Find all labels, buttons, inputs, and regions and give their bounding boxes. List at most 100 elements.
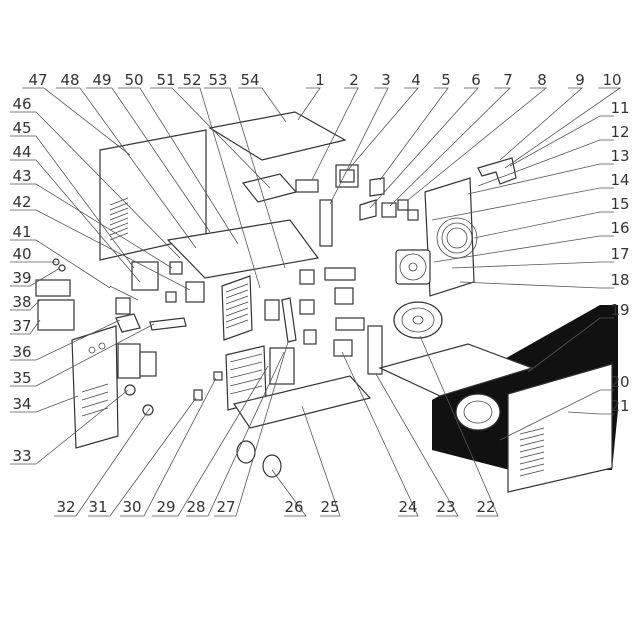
- callout-39: 39: [12, 269, 31, 287]
- pcb-board: [269, 347, 295, 385]
- callout-48: 48: [60, 71, 79, 89]
- bottom-tray: [378, 343, 534, 397]
- callout-17: 17: [610, 245, 629, 263]
- wheel-lower: [455, 393, 501, 431]
- bracket-b: [359, 199, 377, 221]
- callout-44: 44: [12, 143, 31, 161]
- cable-clamp: [165, 291, 177, 303]
- top-cover: [208, 111, 347, 161]
- callout-29: 29: [156, 498, 175, 516]
- panel-label: [37, 299, 75, 331]
- transformer-small: [335, 164, 359, 188]
- handle: [477, 157, 517, 185]
- callout-19: 19: [610, 301, 629, 319]
- callout-33: 33: [12, 447, 31, 465]
- callout-31: 31: [88, 498, 107, 516]
- wheel-upper: [393, 301, 443, 339]
- callout-28: 28: [186, 498, 205, 516]
- callout-2: 2: [349, 71, 359, 89]
- contactor-c: [335, 317, 365, 331]
- callout-16: 16: [610, 219, 629, 237]
- contactor-d: [333, 339, 353, 357]
- callout-53: 53: [208, 71, 227, 89]
- terminal-strip: [295, 179, 319, 193]
- heat-sink-lower: [225, 345, 267, 411]
- front-control-panel: [71, 325, 119, 449]
- contactor-a: [324, 267, 356, 281]
- callout-8: 8: [537, 71, 547, 89]
- fan: [395, 249, 431, 285]
- leader-lines: [10, 87, 622, 517]
- panel-insert: [35, 279, 71, 297]
- strip-bar: [319, 199, 333, 247]
- callout-51: 51: [156, 71, 175, 89]
- callout-5: 5: [441, 71, 451, 89]
- fitting-32: [124, 384, 136, 396]
- switch-43: [169, 261, 183, 275]
- socket-42: [185, 281, 205, 303]
- relay-b: [397, 199, 409, 211]
- contactor-b: [334, 287, 354, 305]
- divider-bar: [367, 325, 383, 375]
- callout-38: 38: [12, 293, 31, 311]
- front-panel: [507, 363, 613, 493]
- callout-22: 22: [476, 498, 495, 516]
- callout-34: 34: [12, 395, 31, 413]
- callout-54: 54: [240, 71, 259, 89]
- callout-12: 12: [610, 123, 629, 141]
- caster-right: [262, 454, 282, 478]
- callout-47: 47: [28, 71, 47, 89]
- callout-49: 49: [92, 71, 111, 89]
- callout-6: 6: [471, 71, 481, 89]
- fitting-31: [193, 389, 203, 401]
- fitting-33: [142, 404, 154, 416]
- callout-35: 35: [12, 369, 31, 387]
- callout-25: 25: [320, 498, 339, 516]
- callout-14: 14: [610, 171, 629, 189]
- parts-drawing: [35, 111, 618, 493]
- callout-1: 1: [315, 71, 325, 89]
- strap-48: [149, 317, 187, 331]
- callout-15: 15: [610, 195, 629, 213]
- callout-52: 52: [182, 71, 201, 89]
- main-transformer: [117, 343, 157, 379]
- callout-26: 26: [284, 498, 303, 516]
- callout-27: 27: [216, 498, 235, 516]
- callout-24: 24: [398, 498, 417, 516]
- callout-41: 41: [12, 223, 31, 241]
- callout-18: 18: [610, 271, 629, 289]
- fitting-30: [213, 371, 223, 381]
- callout-11: 11: [610, 99, 629, 117]
- terminal-c: [303, 329, 317, 345]
- callout-36: 36: [12, 343, 31, 361]
- callout-4: 4: [411, 71, 421, 89]
- callout-3: 3: [381, 71, 391, 89]
- callouts-right: 11 12 13 14 15 16 17 18 19 20 21: [610, 99, 629, 415]
- handle-bracket: [115, 297, 131, 315]
- callout-37: 37: [12, 317, 31, 335]
- callout-20: 20: [610, 373, 629, 391]
- callout-40: 40: [12, 245, 31, 263]
- rod-41: [109, 285, 139, 301]
- caster-left: [236, 440, 256, 464]
- callout-30: 30: [122, 498, 141, 516]
- callout-10: 10: [602, 71, 621, 89]
- callout-42: 42: [12, 193, 31, 211]
- relay-a: [381, 202, 397, 218]
- base-chassis: [233, 375, 372, 429]
- callout-45: 45: [12, 119, 31, 137]
- busbar: [281, 297, 297, 343]
- terminal-a: [299, 269, 315, 285]
- knob-b: [58, 264, 66, 272]
- callout-9: 9: [575, 71, 585, 89]
- callout-13: 13: [610, 147, 629, 165]
- callout-23: 23: [436, 498, 455, 516]
- callout-21: 21: [610, 397, 629, 415]
- bracket-a: [369, 177, 385, 197]
- callout-7: 7: [503, 71, 513, 89]
- relay-c: [407, 209, 419, 221]
